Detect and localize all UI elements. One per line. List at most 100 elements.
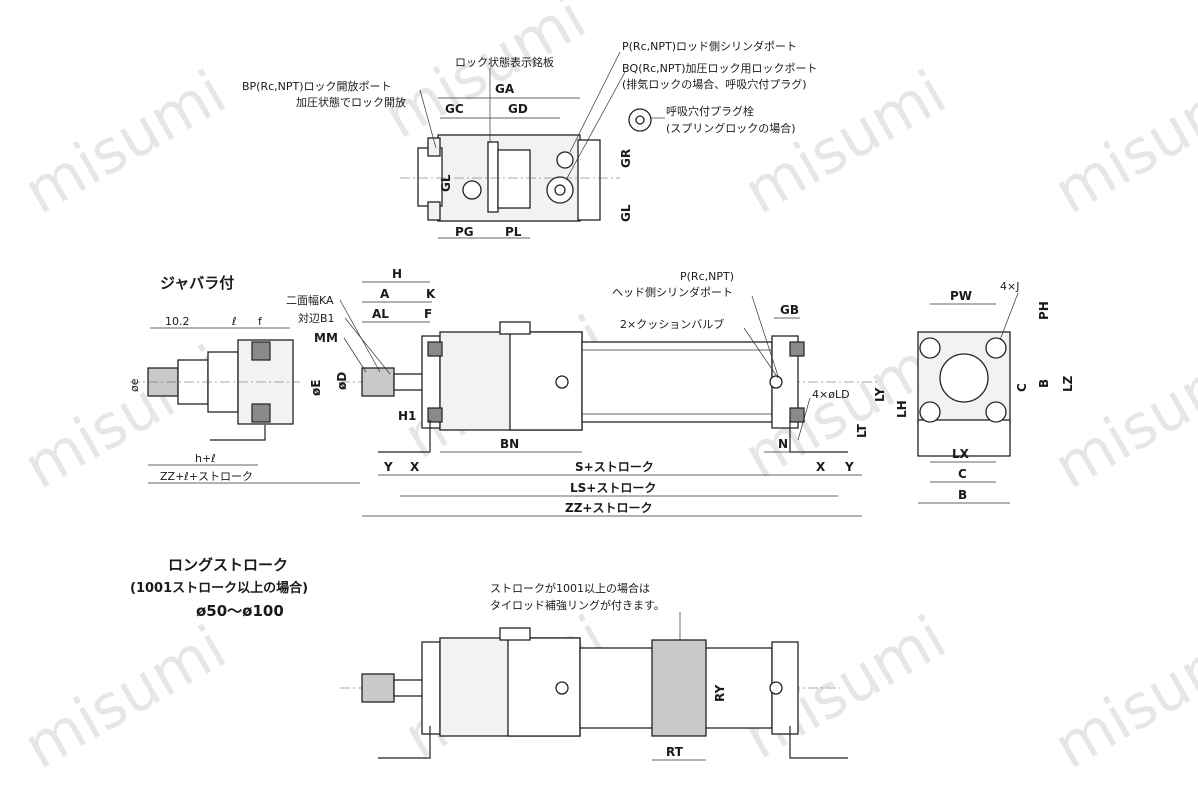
head-bolt-bottom (789, 407, 805, 423)
head-port-circle (769, 375, 783, 389)
breather-plug-label: 呼吸穴付プラグ栓 (666, 104, 754, 118)
dim-s: S+ストローク (575, 460, 654, 474)
watermark-text-12: misumi (1043, 613, 1198, 783)
dim-b2: B (958, 488, 967, 502)
long-stroke-note-2: タイロッド補強リングが付きます。 (490, 598, 665, 612)
ls-lock-body-right (507, 637, 581, 737)
watermark-text-2: misumi (373, 0, 598, 153)
dim-ga: GA (495, 82, 515, 96)
ls-rod-nut (361, 673, 395, 703)
p-port-circle (556, 151, 574, 169)
bellows-bracket (210, 425, 266, 441)
long-stroke-title: ロングストローク (168, 556, 288, 574)
long-stroke-subtitle: (1001ストローク以上の場合) (130, 580, 308, 596)
dim-x1: X (410, 460, 420, 474)
ls-rod (393, 679, 425, 697)
dim-gr: GR (619, 149, 633, 168)
bp-port-note: 加圧状態でロック開放 (296, 95, 406, 109)
watermark-text-4: misumi (1043, 58, 1198, 228)
head-bolt-top (789, 341, 805, 357)
top-view: ロック状態表示銘板 P(Rc,NPT)ロッド側シリンダポート BQ(Rc,NPT… (242, 39, 818, 239)
bp-port-label: BP(Rc,NPT)ロック開放ポート (242, 79, 392, 93)
p-port-label: P(Rc,NPT)ロッド側シリンダポート (622, 39, 797, 53)
lock-bolt-bottom (427, 201, 441, 221)
lock-window (497, 149, 531, 209)
dim-c: C (1015, 383, 1029, 392)
dim-k: K (426, 287, 436, 301)
dim-10-2: 10.2 (165, 315, 190, 328)
dim-al: AL (372, 307, 389, 321)
dim-lh: LH (895, 400, 909, 418)
ls-foot-right (789, 726, 848, 759)
ls-head-port (769, 681, 783, 695)
dim-gl-left: GL (439, 174, 453, 192)
watermark-text-9: misumi (13, 613, 238, 783)
breather-plug-note: (スプリングロックの場合) (666, 121, 796, 135)
dim-f: F (424, 307, 432, 321)
lock-indicator-plate (487, 141, 499, 213)
ls-rod-cover (421, 641, 441, 735)
dim-lz: LZ (1061, 375, 1075, 392)
dim-e: øE (309, 380, 323, 396)
bq-port-note: (排気ロックの場合、呼吸穴付プラグ) (622, 77, 807, 91)
dim-zzl: ZZ+ℓ+ストローク (160, 470, 253, 483)
leader-mm (343, 337, 367, 373)
long-stroke-note-1: ストロークが1001以上の場合は (490, 581, 650, 595)
dim-gd: GD (508, 102, 528, 116)
side-view: PW 4×J PH C B LZ LY LH LX C B (873, 280, 1075, 504)
dim-y2: Y (844, 460, 854, 474)
lock-body-top-port (499, 321, 531, 335)
leader-b1 (344, 317, 391, 375)
end-bolt-bl (919, 401, 941, 423)
label-head-port: ヘッド側シリンダポート (612, 285, 733, 299)
dim-pl: PL (505, 225, 522, 239)
dim-ry: RY (713, 684, 727, 702)
end-bolt-tl (919, 337, 941, 359)
label-head-port-code: P(Rc,NPT) (680, 270, 734, 283)
dim-c2: C (958, 467, 967, 481)
leader-p (569, 51, 621, 153)
leader-head-port (751, 295, 779, 377)
dim-zz: ZZ+ストローク (565, 501, 652, 515)
dim-rt: RT (666, 745, 684, 759)
ls-top-port (499, 627, 531, 641)
foot-bracket-left (378, 420, 431, 453)
leader-j (999, 292, 1019, 341)
dim-d: øD (335, 372, 349, 390)
dim-l: ℓ (231, 315, 237, 328)
dim-ls: LS+ストローク (570, 481, 656, 495)
bellows-bolt-bottom (251, 403, 271, 423)
lock-bolt-top (427, 137, 441, 157)
label-b1: 対辺B1 (298, 311, 335, 325)
dim-f: f (258, 315, 263, 328)
leader-cushion (743, 327, 779, 379)
bellows-bolt-top (251, 341, 271, 361)
long-stroke-range: ø50〜ø100 (196, 602, 284, 620)
breather-plug-inner (635, 115, 645, 125)
dim-gb: GB (780, 303, 799, 317)
dim-gc: GC (445, 102, 464, 116)
bq-port-inner (554, 184, 566, 196)
bp-port-circle (462, 180, 482, 200)
bellows-title: ジャバラ付 (160, 274, 234, 292)
dim-b: B (1037, 379, 1051, 388)
dim-lx: LX (952, 447, 970, 461)
main-view: 二面幅KA 対辺B1 MM P(Rc,NPT) ヘッド側シリンダポート 2×クッ… (286, 267, 880, 517)
watermark-text-8: misumi (1043, 333, 1198, 503)
end-bore (939, 353, 989, 403)
label-ka: 二面幅KA (286, 294, 334, 307)
dim-h: H (392, 267, 402, 281)
label-mm: MM (314, 331, 338, 345)
piston-rod (393, 373, 425, 391)
dim-hl: h+ℓ (195, 452, 216, 465)
dim-pw: PW (950, 289, 972, 303)
dim-a: A (380, 287, 390, 301)
rod-end-nut (361, 367, 395, 397)
rod-port-circle (555, 375, 569, 389)
ls-foot-left (378, 726, 431, 759)
dim-gl-right: GL (619, 204, 633, 222)
end-foot (917, 419, 1011, 457)
label-cushion: 2×クッションバルブ (620, 317, 724, 331)
leader-bp (419, 89, 437, 149)
